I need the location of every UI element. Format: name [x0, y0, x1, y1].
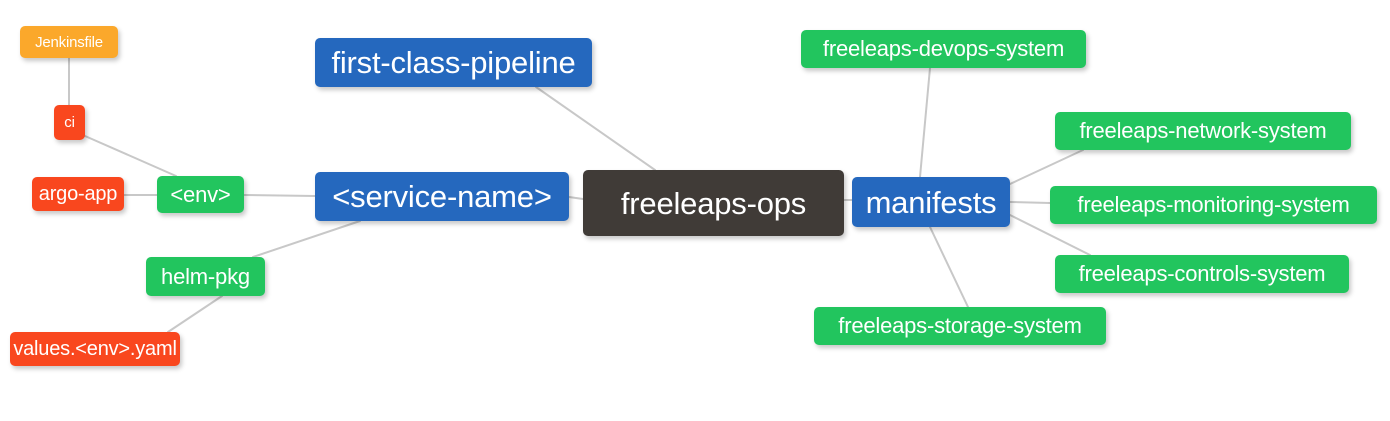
node-service-name[interactable]: <service-name>: [315, 172, 569, 221]
node-env[interactable]: <env>: [157, 176, 244, 213]
node-first-class-pipeline[interactable]: first-class-pipeline: [315, 38, 592, 87]
node-label-ci: ci: [64, 114, 75, 131]
node-label-freeleaps-devops-system: freeleaps-devops-system: [822, 36, 1065, 61]
edge-values-yaml-to-helm-pkg: [167, 295, 223, 333]
node-freeleaps-controls-system[interactable]: freeleaps-controls-system: [1055, 255, 1349, 293]
node-label-first-class-pipeline: first-class-pipeline: [331, 45, 576, 80]
node-label-freeleaps-monitoring-system: freeleaps-monitoring-system: [1077, 192, 1350, 217]
node-freeleaps-devops-system[interactable]: freeleaps-devops-system: [801, 30, 1086, 68]
node-label-manifests: manifests: [865, 184, 997, 220]
node-label-freeleaps-ops: freeleaps-ops: [620, 185, 807, 221]
node-values-yaml[interactable]: values.<env>.yaml: [10, 332, 180, 366]
node-label-freeleaps-storage-system: freeleaps-storage-system: [838, 313, 1082, 338]
node-argo-app[interactable]: argo-app: [32, 177, 124, 211]
node-label-helm-pkg: helm-pkg: [161, 263, 250, 289]
node-freeleaps-ops[interactable]: freeleaps-ops: [583, 170, 844, 236]
node-ci[interactable]: ci: [54, 105, 85, 140]
node-label-freeleaps-network-system: freeleaps-network-system: [1079, 118, 1327, 143]
node-label-env: <env>: [170, 181, 231, 207]
edge-env-to-service-name: [243, 194, 316, 197]
edge-manifests-to-freeleaps-devops-system: [919, 67, 931, 178]
node-label-freeleaps-controls-system: freeleaps-controls-system: [1078, 261, 1326, 286]
edge-service-name-to-freeleaps-ops: [568, 196, 584, 200]
node-label-jenkinsfile: Jenkinsfile: [35, 33, 103, 51]
node-freeleaps-storage-system[interactable]: freeleaps-storage-system: [814, 307, 1106, 345]
edge-helm-pkg-to-service-name: [252, 220, 361, 258]
node-freeleaps-network-system[interactable]: freeleaps-network-system: [1055, 112, 1351, 150]
node-manifests[interactable]: manifests: [852, 177, 1010, 227]
node-label-values-yaml: values.<env>.yaml: [13, 338, 177, 360]
edge-manifests-to-freeleaps-monitoring-system: [1009, 201, 1051, 204]
node-label-service-name: <service-name>: [332, 179, 552, 214]
node-label-argo-app: argo-app: [38, 183, 118, 205]
edge-first-class-pipeline-to-freeleaps-ops: [535, 86, 656, 171]
node-jenkinsfile[interactable]: Jenkinsfile: [20, 26, 118, 58]
edge-manifests-to-freeleaps-storage-system: [929, 226, 969, 308]
node-freeleaps-monitoring-system[interactable]: freeleaps-monitoring-system: [1050, 186, 1377, 224]
edge-ci-to-env: [84, 135, 177, 177]
edge-manifests-to-freeleaps-network-system: [1009, 149, 1084, 185]
node-helm-pkg[interactable]: helm-pkg: [146, 257, 265, 296]
